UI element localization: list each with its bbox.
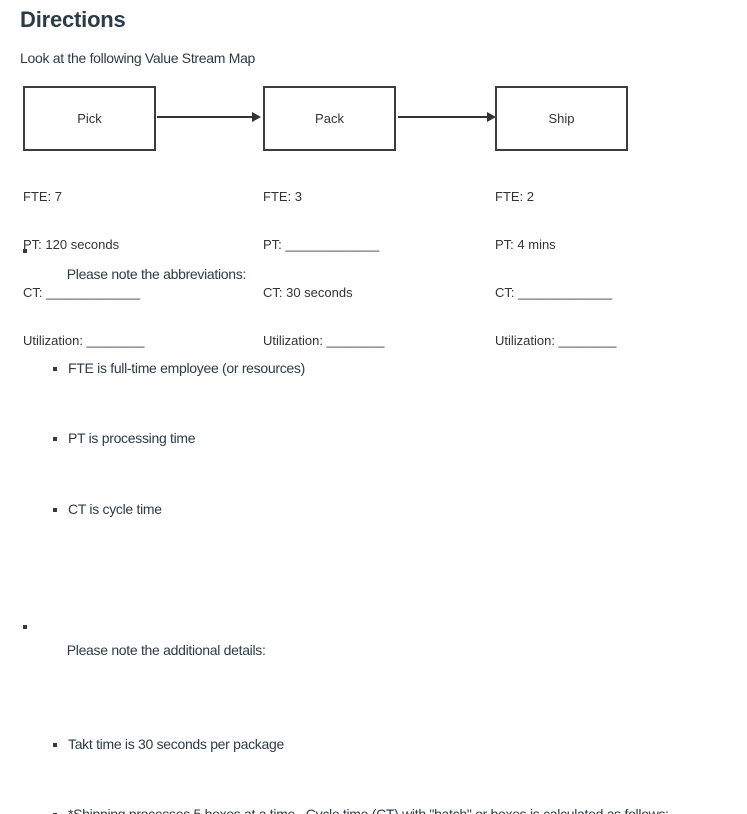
pack-fte-line: FTE: 3 (263, 189, 384, 205)
abbreviation-pt: PT is processing time (68, 427, 747, 451)
pick-process-box: Pick (23, 86, 156, 151)
detail-takt-time: Takt time is 30 seconds per package (68, 733, 747, 757)
ship-process-box: Ship (495, 86, 628, 151)
ship-fte-line: FTE: 2 (495, 189, 616, 205)
page-title: Directions (20, 7, 126, 33)
pack-process-box: Pack (263, 86, 396, 151)
notes-section: Please note the abbreviations: FTE is fu… (20, 239, 747, 814)
abbreviation-fte: FTE is full-time employee (or resources) (68, 357, 747, 381)
abbreviation-ct: CT is cycle time (68, 498, 747, 522)
value-stream-map: Pick FTE: 7 PT: 120 seconds CT: ________… (0, 86, 747, 238)
arrow-pack-to-ship-icon (398, 116, 487, 118)
pick-process-label: Pick (77, 111, 102, 126)
station-pick: Pick FTE: 7 PT: 120 seconds CT: ________… (23, 86, 156, 151)
directions-page: Directions Look at the following Value S… (0, 0, 747, 407)
note-additional-details-text: Please note the additional details: (67, 642, 266, 658)
station-pack: Pack FTE: 3 PT: _____________ CT: 30 sec… (263, 86, 396, 151)
details-sublist: Takt time is 30 seconds per package *Shi… (38, 686, 747, 814)
pick-fte-line: FTE: 7 (23, 189, 144, 205)
arrow-pick-to-pack-icon (157, 116, 252, 118)
detail-shipping-batch: *Shipping processes 5 boxes at a time. C… (68, 803, 747, 814)
note-abbreviations: Please note the abbreviations: FTE is fu… (38, 239, 747, 615)
intro-text: Look at the following Value Stream Map (20, 48, 255, 68)
notes-list: Please note the abbreviations: FTE is fu… (20, 239, 747, 814)
pack-process-label: Pack (315, 111, 344, 126)
note-additional-details: Please note the additional details: Takt… (38, 615, 747, 814)
abbreviations-sublist: FTE is full-time employee (or resources)… (38, 310, 747, 569)
ship-process-label: Ship (548, 111, 574, 126)
note-abbreviations-text: Please note the abbreviations: (67, 266, 246, 282)
station-ship: Ship FTE: 2 PT: 4 mins CT: _____________… (495, 86, 628, 151)
